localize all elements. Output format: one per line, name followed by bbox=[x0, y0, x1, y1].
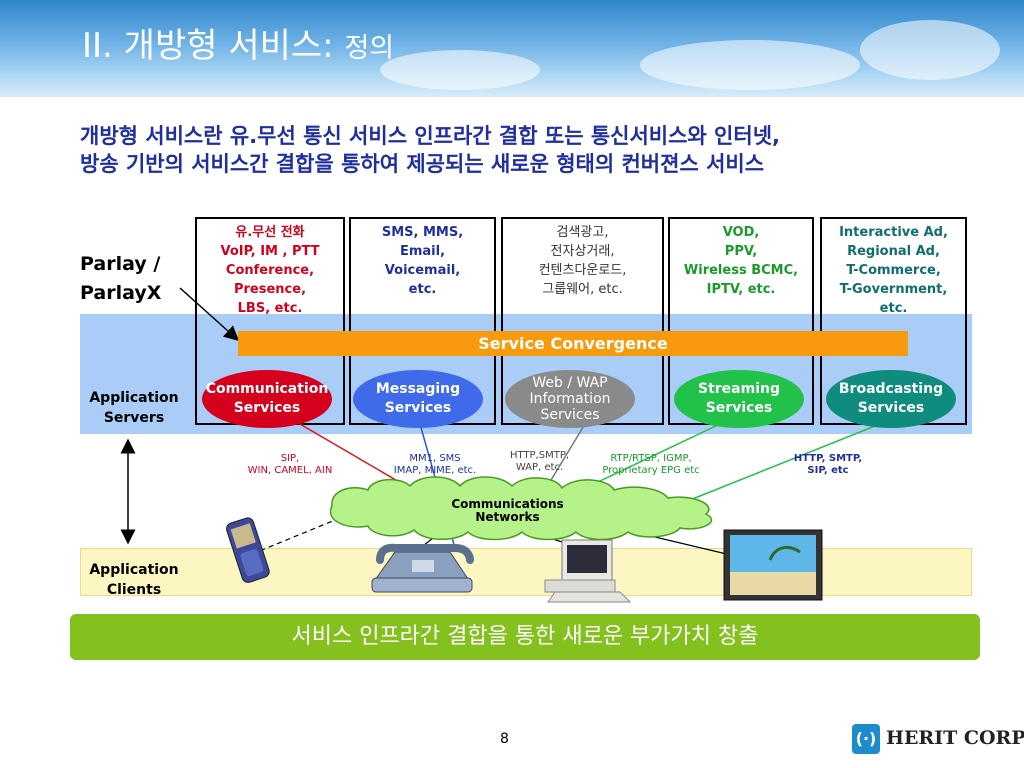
header-banner bbox=[0, 0, 1024, 97]
application-clients-line-2: Clients bbox=[106, 582, 162, 598]
mobile-phone-icon bbox=[226, 517, 270, 583]
application-servers-label: Application Servers bbox=[84, 388, 184, 428]
sky-cloud bbox=[860, 20, 1000, 80]
node-line: Broadcasting bbox=[838, 381, 944, 397]
node-line: Communication bbox=[205, 381, 329, 397]
service-box-line: Presence, bbox=[233, 282, 307, 297]
service-box-line: Email, bbox=[399, 244, 446, 259]
application-clients-line-1: Application bbox=[89, 562, 179, 578]
service-box-line: VOD, bbox=[722, 225, 760, 240]
service-box-broadcasting: Interactive Ad, Regional Ad, T-Commerce,… bbox=[820, 217, 967, 425]
parlay-label: Parlay / ParlayX bbox=[80, 250, 161, 308]
flat-tv-icon bbox=[723, 529, 823, 601]
node-line: Information bbox=[529, 391, 611, 407]
service-box-line: Conference, bbox=[225, 263, 315, 278]
desk-phone-icon bbox=[371, 543, 474, 593]
protocol-label-web: HTTP,SMTP, WAP, etc. bbox=[492, 450, 587, 474]
service-box-line: Regional Ad, bbox=[847, 244, 940, 259]
protocol-line: SIP, etc bbox=[807, 465, 849, 476]
protocol-line: WAP, etc. bbox=[515, 462, 564, 473]
page-title-sub: 정의 bbox=[344, 33, 395, 64]
node-line: Streaming bbox=[698, 381, 780, 397]
definition-line-2: 방송 기반의 서비스간 결합을 통하여 제공되는 새로운 형태의 컨버젼스 서비… bbox=[80, 152, 765, 176]
service-box-line: 그룹웨어, etc. bbox=[542, 282, 623, 297]
service-box-line: T-Commerce, bbox=[846, 263, 941, 278]
web-link bbox=[544, 423, 586, 491]
protocol-label-messaging: MM1, SMS IMAP, MIME, etc. bbox=[380, 453, 490, 477]
service-box-line: 유.무선 전화 bbox=[235, 225, 305, 240]
herit-logo-icon: (·) bbox=[852, 724, 880, 754]
node-line: Messaging bbox=[375, 381, 461, 397]
protocol-line: Proprietary EPG etc bbox=[602, 465, 700, 476]
service-box-messaging: SMS, MMS, Email, Voicemail, etc. bbox=[349, 217, 496, 425]
protocol-line: HTTP, SMTP, bbox=[793, 453, 863, 464]
protocol-label-communication: SIP, WIN, CAMEL, AIN bbox=[235, 453, 345, 477]
service-box-line: IPTV, etc. bbox=[706, 282, 776, 297]
page-number: 8 bbox=[500, 731, 509, 747]
parlay-line-1: Parlay / bbox=[80, 253, 161, 275]
definition-line-1: 개방형 서비스란 유.무선 통신 서비스 인프라간 결합 또는 통신서비스와 인… bbox=[80, 124, 780, 148]
service-box-line: 전자상거래, bbox=[550, 244, 615, 259]
cloud-network-icon bbox=[329, 476, 713, 541]
service-box-line: Voicemail, bbox=[384, 263, 461, 278]
protocol-line: HTTP,SMTP, bbox=[509, 450, 570, 461]
node-line: Services bbox=[384, 400, 452, 416]
service-box-line: PPV, bbox=[724, 244, 758, 259]
service-convergence-bar: Service Convergence bbox=[238, 331, 908, 356]
application-servers-line-2: Servers bbox=[103, 410, 165, 426]
service-box-streaming: VOD, PPV, Wireless BCMC, IPTV, etc. bbox=[668, 217, 814, 425]
protocol-line: MM1, SMS bbox=[409, 453, 461, 464]
broadcasting-link bbox=[689, 423, 881, 501]
protocol-line: SIP, bbox=[280, 453, 300, 464]
service-box-line: SMS, MMS, bbox=[381, 225, 464, 240]
node-line: Services bbox=[705, 400, 773, 416]
sky-cloud bbox=[640, 40, 860, 90]
protocol-label-streaming: RTP/RTSP, IGMP, Proprietary EPG etc bbox=[596, 453, 706, 477]
service-box-line: T-Government, bbox=[839, 282, 948, 297]
protocol-line: IMAP, MIME, etc. bbox=[393, 465, 477, 476]
application-clients-band bbox=[80, 548, 972, 596]
service-box-line: 컨텐츠다운로드, bbox=[538, 263, 627, 278]
service-box-web: 검색광고, 전자상거래, 컨텐츠다운로드, 그룹웨어, etc. bbox=[501, 217, 664, 425]
desktop-computer-icon bbox=[544, 539, 632, 603]
parlay-line-2: ParlayX bbox=[80, 282, 162, 304]
network-line-1: Communications bbox=[451, 497, 564, 511]
service-box-line: etc. bbox=[879, 301, 908, 316]
service-box-line: Interactive Ad, bbox=[839, 225, 948, 240]
company-name: HERIT CORP. bbox=[886, 727, 1024, 749]
protocol-label-broadcasting: HTTP, SMTP, SIP, etc bbox=[778, 453, 878, 477]
value-creation-banner: 서비스 인프라간 결합을 통한 새로운 부가가치 창출 bbox=[70, 614, 980, 660]
definition-text: 개방형 서비스란 유.무선 통신 서비스 인프라간 결합 또는 통신서비스와 인… bbox=[80, 122, 1000, 178]
communications-networks-label: Communications Networks bbox=[440, 498, 575, 524]
node-line: Services bbox=[857, 400, 925, 416]
page-title-main: II. 개방형 서비스: bbox=[82, 26, 334, 66]
page-title: II. 개방형 서비스: 정의 bbox=[82, 18, 394, 67]
service-box-line: VoIP, IM , PTT bbox=[220, 244, 320, 259]
application-clients-label: Application Clients bbox=[84, 560, 184, 600]
service-box-line: Wireless BCMC, bbox=[683, 263, 799, 278]
node-line: Services bbox=[540, 407, 600, 423]
cloud-mobile-link bbox=[261, 517, 341, 551]
application-servers-line-1: Application bbox=[89, 390, 179, 406]
node-line: Services bbox=[233, 400, 301, 416]
service-box-line: LBS, etc. bbox=[237, 301, 303, 316]
parlay-arrow bbox=[179, 287, 240, 342]
node-line: Web / WAP bbox=[532, 375, 608, 391]
network-line-2: Networks bbox=[475, 510, 540, 524]
sky-cloud bbox=[380, 50, 540, 90]
service-box-line: 검색광고, bbox=[556, 225, 609, 240]
service-box-line: etc. bbox=[408, 282, 437, 297]
protocol-line: RTP/RTSP, IGMP, bbox=[610, 453, 692, 464]
protocol-line: WIN, CAMEL, AIN bbox=[247, 465, 333, 476]
